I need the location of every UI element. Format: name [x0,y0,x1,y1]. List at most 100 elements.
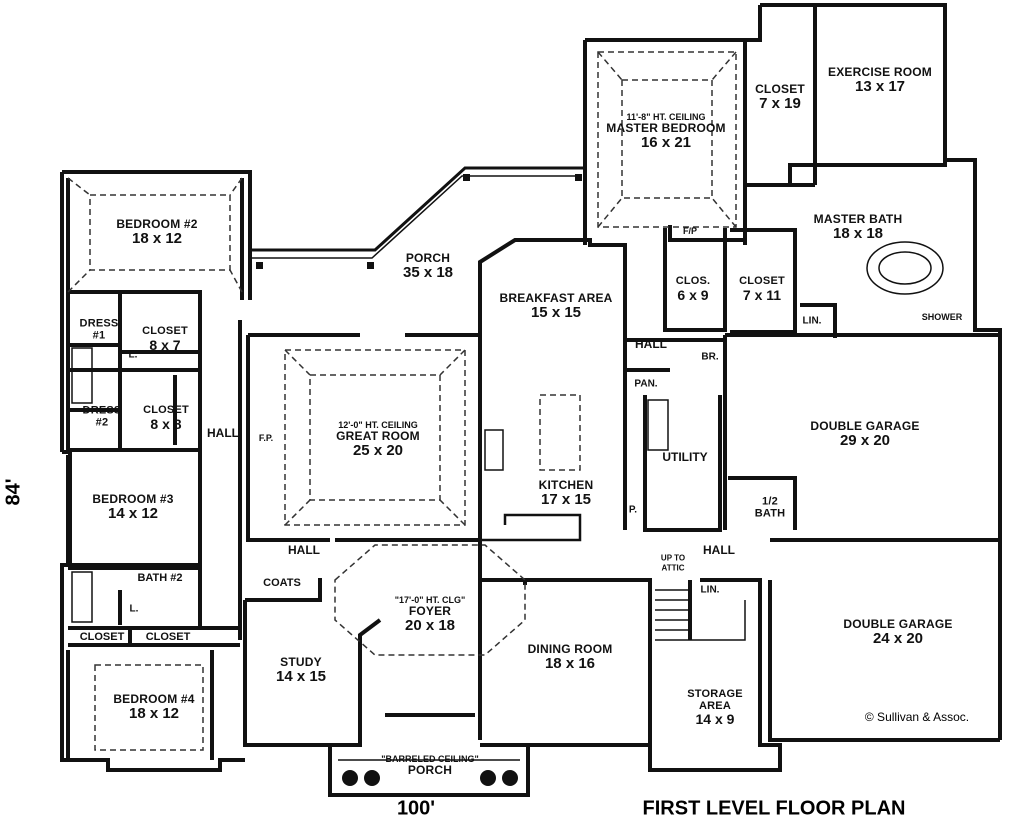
room-name: CLOSET [142,324,188,337]
label-shower: SHOWER [921,312,963,322]
room-name: CLOSET [739,274,785,287]
room-name: KITCHEN [538,477,594,492]
storage-walls [648,578,782,772]
label-l2: L. [129,603,139,615]
room-name: CLOSET [755,81,805,96]
label-lin-stair: LIN. [700,584,720,596]
utility-counter [647,399,669,451]
room-dims: 7 x 19 [759,94,801,112]
master-bath-walls [745,158,1002,340]
label-br: BR. [701,351,719,363]
room-name: GREAT ROOM [336,429,420,444]
room-name: FOYER [408,604,452,619]
label-fireplace-master: F/P [682,226,698,236]
room-name: DRESS [79,317,119,330]
garage1-walls [723,333,1002,540]
room-dims: 14 x 12 [107,504,159,522]
room-dims: 13 x 17 [854,77,906,95]
depth-dimension: 84' [2,478,25,506]
ceiling-note: 11'-8" HT. CEILING [626,112,706,123]
stair [655,589,746,641]
study-walls [243,578,382,747]
copyright-notice: © Sullivan & Assoc. [864,710,970,724]
porch-rear-inner [250,175,580,259]
label-hall-upper: HALL [288,543,320,557]
porch-column [480,770,496,786]
room-name: DOUBLE GARAGE [843,616,953,631]
room-name: BEDROOM #2 [116,216,198,231]
room-dims: 18 x 18 [832,224,884,242]
room-dims: 20 x 18 [404,617,456,635]
room-dims: 35 x 18 [402,263,454,281]
room-dress1: DRESS#1 [80,318,119,341]
room-clos-small: CLOS.6 x 9 [676,275,711,302]
label-l1: L. [128,349,138,361]
bedroom2-tray-ceiling [89,194,231,271]
label-pan: PAN. [634,378,658,390]
room-dims: 7 x 11 [742,286,782,303]
room-dims: 14 x 15 [275,667,327,685]
room-dims: 14 x 9 [695,711,735,728]
room-name: EXERCISE ROOM [828,64,932,79]
bath2-tub [71,571,93,623]
ceiling-note: "17'-0" HT. CLG" [394,595,466,606]
breakfast-bay-walls [478,238,627,395]
bedroom2-tray-diagonals [67,177,243,293]
master-tub [866,241,944,295]
porch-front-walls [328,745,530,797]
kitchen-hall-walls [623,338,727,532]
bedroom4-tray-ceiling [94,664,204,751]
label-hall-center: HALL [635,337,667,351]
label-hall-right: HALL [703,543,735,557]
room-name: STUDY [280,654,322,669]
plan-title: FIRST LEVEL FLOOR PLAN [642,797,906,820]
label-hall-left: HALL [207,426,239,440]
room-name: MASTER BEDROOM [606,121,726,136]
label-coats: COATS [263,577,301,589]
garage2-walls [768,538,1002,742]
master-bedroom-walls [583,5,762,245]
width-dimension: 100' [396,797,436,820]
room-dims: 18 x 12 [128,704,180,722]
room-name: CLOSET [143,403,189,416]
foyer-octagon [334,544,526,656]
room-name: PORCH [407,763,453,778]
room-dims: 17 x 15 [540,490,592,508]
kitchen-island [539,394,581,471]
master-closets [663,228,837,338]
room-name: PORCH [405,250,451,265]
dress-closet-walls [66,292,202,452]
bedroom4-walls [66,650,214,760]
hall-walls [198,320,242,640]
room-porch-front: "BARRELED CEILING"PORCH [381,753,479,778]
porch-post [463,174,470,181]
ceiling-note: "BARRELED CEILING" [381,753,479,764]
bath1-tub [71,347,93,404]
label-utility: UTILITY [662,450,708,464]
great-room-tray-inner [309,374,441,501]
room-number: #2 [95,416,109,428]
bedroom3-walls [66,455,200,567]
kitchen-walls [480,513,582,542]
room-name: BREAKFAST AREA [499,290,613,305]
porch-column [342,770,358,786]
master-tray-inner [621,79,713,199]
master-tub-inner [878,251,932,285]
kitchen-range [484,429,504,471]
label-attic: ATTIC [661,563,685,573]
